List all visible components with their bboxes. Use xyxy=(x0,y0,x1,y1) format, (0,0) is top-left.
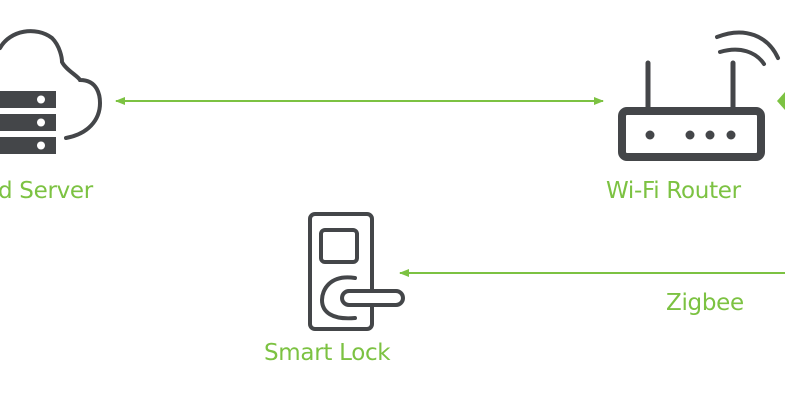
smart-lock-label: Smart Lock xyxy=(264,340,391,366)
router-icon xyxy=(618,30,780,161)
cloud-server-label: d Server xyxy=(0,178,93,204)
offscreen-arrowhead xyxy=(777,92,785,110)
zigbee-label: Zigbee xyxy=(666,290,744,316)
smart-lock-icon xyxy=(308,212,405,331)
cloud-server-icon xyxy=(0,29,103,154)
router-label: Wi-Fi Router xyxy=(606,178,741,204)
